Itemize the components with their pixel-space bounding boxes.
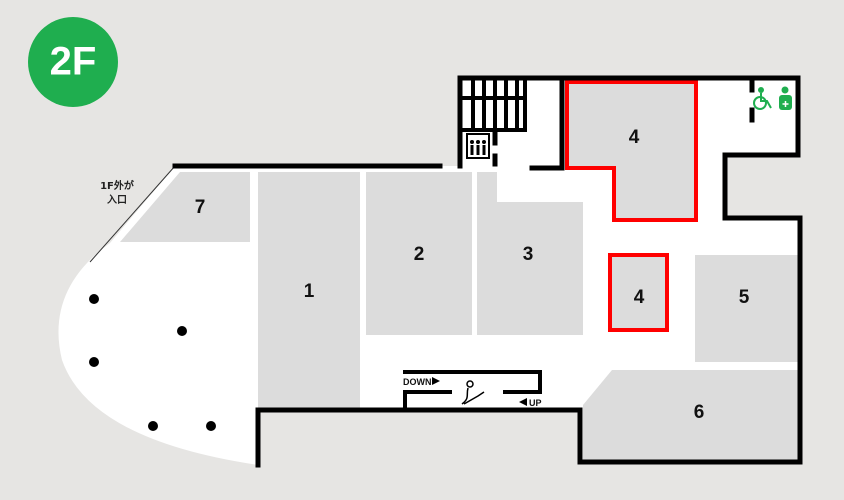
wheelchair-icon — [753, 87, 772, 110]
pillars — [89, 294, 216, 431]
room-1-label: 1 — [304, 281, 315, 302]
floor-badge — [28, 17, 118, 107]
room-7[interactable] — [120, 172, 250, 242]
room-4-lower[interactable] — [610, 255, 667, 330]
room-4-lower-label: 4 — [634, 287, 645, 308]
room-4-upper-highlight — [565, 80, 698, 222]
room-4-upper-label: 4 — [629, 127, 640, 148]
room-5[interactable] — [695, 255, 798, 362]
escalator-down-label: DOWN — [403, 377, 432, 387]
escalator-icon — [461, 380, 485, 405]
walls — [172, 75, 803, 468]
room-7-label: 7 — [195, 197, 206, 218]
room-3[interactable] — [477, 172, 583, 335]
elevator-icon — [466, 133, 490, 159]
escalator-walls — [403, 370, 542, 412]
multipurpose-toilet-icon — [779, 86, 792, 110]
room-2[interactable] — [366, 172, 472, 335]
room-1[interactable] — [258, 172, 360, 408]
room-6-label: 6 — [694, 402, 705, 423]
room-6[interactable] — [583, 370, 798, 460]
room-4-lower-highlight — [608, 253, 669, 332]
entrance-label-line1: 1F外が — [100, 179, 135, 192]
stairs-icon — [458, 76, 527, 132]
entrance-label-line2: 入口 — [107, 194, 127, 206]
room-4-upper[interactable] — [567, 82, 696, 220]
floor-badge-label: 2F — [50, 40, 97, 84]
escalator-up-label: UP — [529, 398, 542, 408]
entrance-edge — [89, 165, 176, 263]
room-2-label: 2 — [414, 244, 425, 265]
up-arrow-icon — [519, 398, 527, 406]
down-arrow-icon — [432, 377, 440, 385]
room-5-label: 5 — [739, 287, 750, 308]
room-3-label: 3 — [523, 244, 534, 265]
